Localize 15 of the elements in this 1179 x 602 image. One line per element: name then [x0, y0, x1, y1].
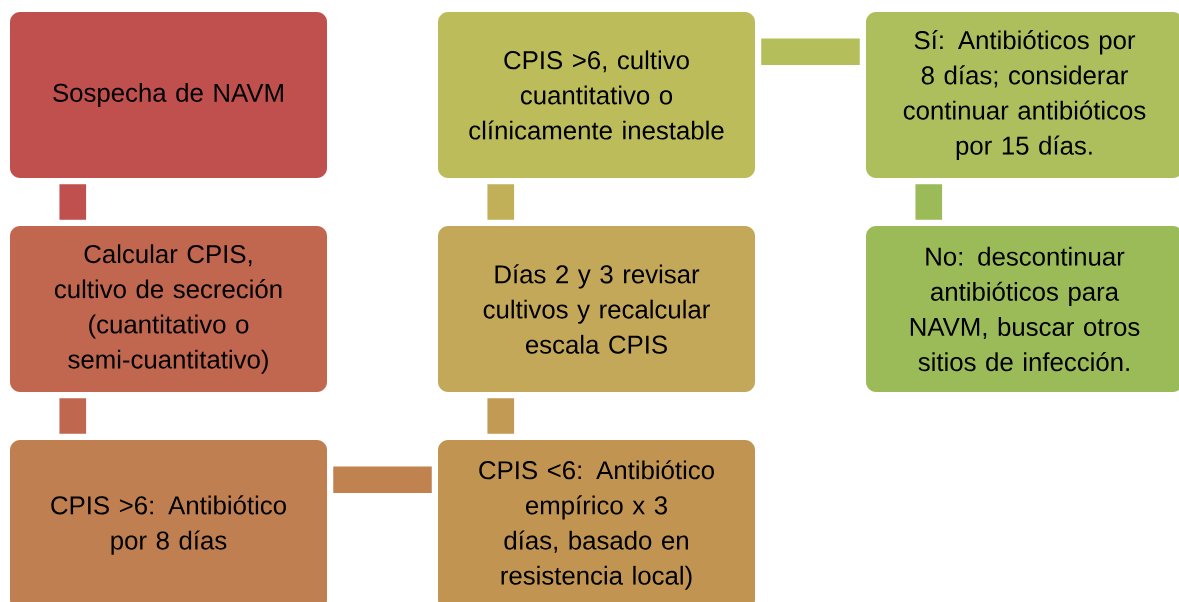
- connector-bar: [761, 38, 860, 66]
- process-box: Calcular CPIS, cultivo de secreción (cuantitativo o semi-cuantitativo): [10, 226, 327, 392]
- process-box: CPIS >6: Antibiótico por 8 días: [10, 440, 327, 602]
- connector-bar: [59, 184, 87, 220]
- connector-bar: [487, 398, 515, 434]
- process-box: Sospecha de NAVM: [10, 12, 327, 178]
- process-box: Días 2 y 3 revisar cultivos y recalcular escala CPIS: [438, 226, 755, 392]
- connector-bar: [915, 184, 943, 220]
- process-box: Sí: Antibióticos por 8 días; considerar continuar antibióticos por 15 días.: [866, 12, 1179, 178]
- connector-bar: [59, 398, 87, 434]
- process-box: CPIS >6, cultivo cuantitativo o clínicamente inestable: [438, 12, 755, 178]
- process-box: No: descontinuar antibióticos para NAVM, buscar otros sitios de infección.: [866, 226, 1179, 392]
- process-box: CPIS <6: Antibiótico empírico x 3 días, basado en resistencia local): [438, 440, 755, 602]
- connector-bar: [333, 466, 432, 494]
- connector-bar: [487, 184, 515, 220]
